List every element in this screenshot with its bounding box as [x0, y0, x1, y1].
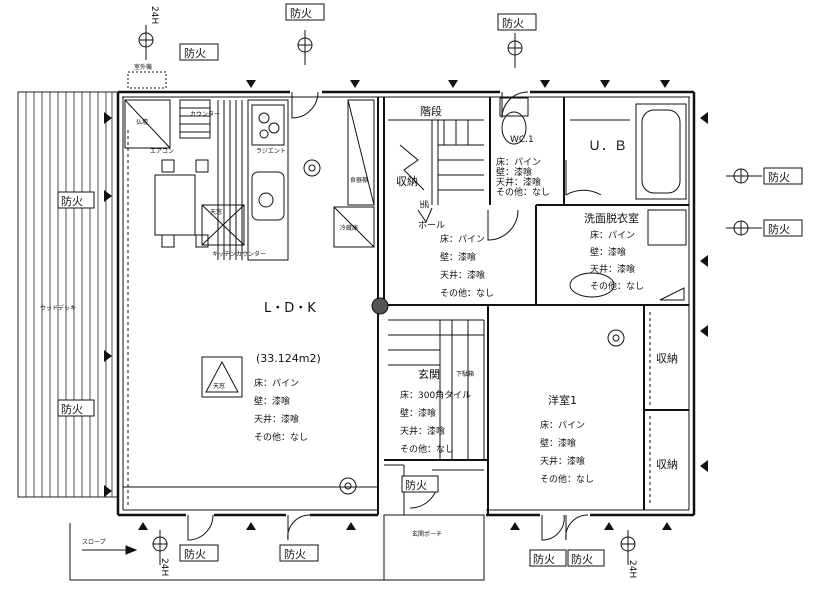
dn-label: DN: [420, 203, 429, 210]
senmen-floor: 床：パイン: [590, 229, 635, 241]
h24-label: 24H: [627, 560, 637, 578]
bouka-label: 防火: [768, 170, 790, 184]
bouka-label: 防火: [284, 547, 306, 561]
ldk-ceiling: 天井：漆喰: [254, 413, 299, 425]
genkan-label: 玄関: [418, 367, 440, 381]
hall-ceiling: 天井：漆喰: [440, 269, 485, 281]
geta-label: 下駄箱: [456, 370, 474, 378]
hall-other: その他：なし: [440, 287, 494, 299]
ldk-floor: 床：パイン: [254, 377, 299, 389]
ub-label: Ｕ．Ｂ: [588, 139, 627, 154]
wc-label: WC.1: [510, 135, 534, 145]
counter-label: カウンター: [190, 110, 220, 118]
kitchen-counter-label: キッチンカウンター: [212, 250, 266, 258]
bouka-boxes: [57, 3, 803, 567]
h24-label: 24H: [149, 6, 159, 24]
ldk-area: (33.124m2): [256, 352, 321, 365]
kitchen: [124, 99, 375, 261]
bouka-label: 防火: [290, 6, 312, 20]
genkan-floor: 床：300角タイル: [400, 389, 471, 401]
outdoor-unit-label: 室外機: [134, 63, 152, 71]
shuno-closet2-label: 収納: [656, 458, 678, 471]
wood-deck: [17, 91, 119, 498]
bathtub: [570, 103, 687, 200]
yoshitsu-label: 洋室1: [548, 393, 577, 407]
exterior-walls: [116, 90, 696, 517]
bouka-label: 防火: [184, 46, 206, 60]
slope-label: スロープ: [82, 539, 106, 546]
bouka-label: 防火: [571, 552, 593, 566]
skylight-ldk: [201, 356, 243, 398]
genkan-other: その他：なし: [400, 443, 454, 455]
kaidan-label: 階段: [420, 104, 442, 118]
bouka-label: 防火: [184, 547, 206, 561]
shuno-stair-label: 収納: [396, 175, 418, 188]
range-label: ラジエント: [256, 148, 286, 155]
bouka-label: 防火: [533, 552, 555, 566]
bouka-label: 防火: [61, 402, 83, 416]
shuno-closet1-label: 収納: [656, 352, 678, 365]
h24-label: 24H: [159, 558, 169, 576]
butsudan-label: 仏壇: [136, 118, 148, 126]
ldk-label: L・D・K: [264, 301, 316, 316]
wc-floor: 床：パイン: [496, 156, 541, 168]
refrigerator-label: 冷蔵庫: [340, 224, 358, 232]
bouka-label: 防火: [405, 478, 427, 492]
genkan-steps: [388, 319, 485, 460]
senmen-other: その他：なし: [590, 280, 644, 292]
yoshitsu-wall: 壁：漆喰: [540, 437, 576, 449]
yoshitsu-ceiling: 天井：漆喰: [540, 455, 585, 467]
bouka-label: 防火: [61, 194, 83, 208]
bouka-label: 防火: [502, 16, 524, 30]
up-label: UP: [420, 200, 428, 207]
senmen-ceiling: 天井：漆喰: [590, 263, 635, 275]
wall-markers: [104, 80, 708, 530]
outdoor-unit-box: [127, 71, 167, 89]
porch-label: 玄関ポーチ: [412, 530, 442, 538]
vent-symbols: [138, 25, 762, 565]
wc-wall: 壁：漆喰: [496, 166, 532, 178]
ldk-wall: 壁：漆喰: [254, 395, 290, 407]
wc: [499, 97, 529, 145]
staircase: [388, 119, 484, 224]
yoshitsu-floor: 床：パイン: [540, 419, 585, 431]
genkan-wall: 壁：漆喰: [400, 407, 436, 419]
yoshitsu-other: その他：なし: [540, 473, 594, 485]
doors: [187, 91, 602, 541]
aircon-label: エアコン: [150, 148, 174, 155]
skylight-kitchen-label: 天窓: [210, 208, 222, 216]
senmen-wall: 壁：漆喰: [590, 246, 626, 258]
wood-deck-label: ウッドデッキ: [40, 304, 76, 312]
ldk-other: その他：なし: [254, 431, 308, 443]
slope-arrow: [82, 545, 138, 555]
senmen-label: 洗面脱衣室: [584, 211, 639, 225]
wc-ceiling: 天井：漆喰: [496, 176, 541, 188]
hall-floor: 床：パイン: [440, 233, 485, 245]
cupboard-label: 食器棚: [350, 176, 368, 184]
wc-other: その他：なし: [496, 186, 550, 198]
washbasin: [569, 209, 687, 301]
genkan-ceiling: 天井：漆喰: [400, 425, 445, 437]
bouka-label: 防火: [768, 222, 790, 236]
hall-wall: 壁：漆喰: [440, 251, 476, 263]
skylight-ldk-label: 天窓: [213, 382, 225, 390]
hall-label: ホール: [418, 220, 445, 231]
